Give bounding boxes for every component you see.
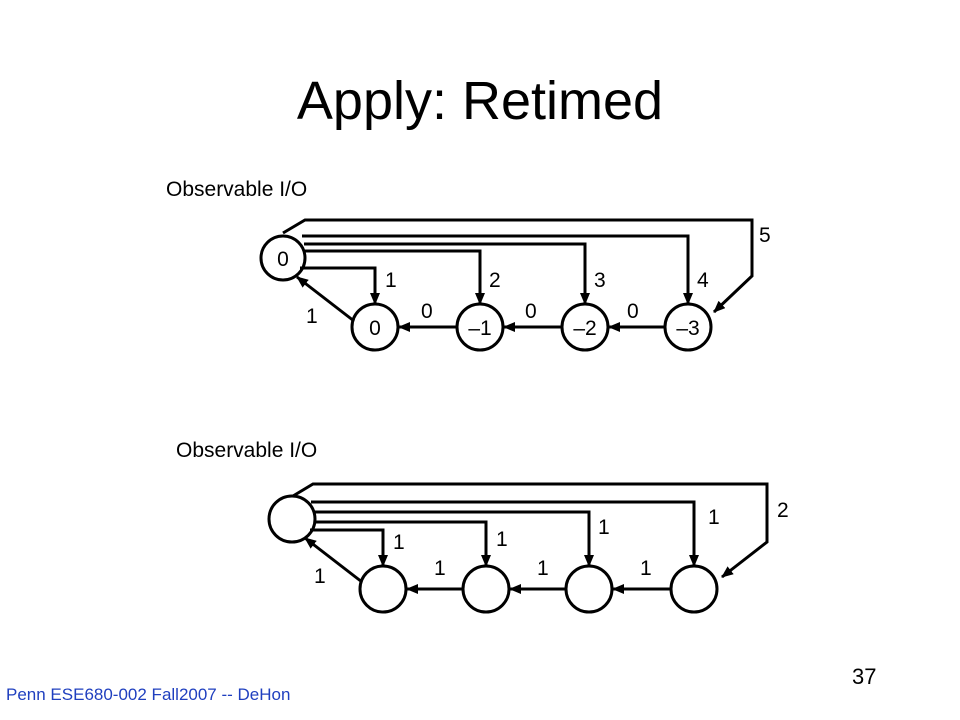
diagram-bottom-branch-label-4: 1 <box>708 506 720 529</box>
diagram-top-edge-branch-5 <box>282 218 754 314</box>
diagram-top-chain-label-1: 0 <box>421 300 433 323</box>
diagram-top: Observable I/O 0 0 –1 –2 –3 <box>166 178 771 352</box>
diagram-top-branch-label-5: 5 <box>759 224 771 247</box>
diagram-top-host-node <box>259 234 307 282</box>
diagram-bottom-chain-label-2: 1 <box>537 557 549 580</box>
diagram-top-branch-label-4: 4 <box>697 269 709 292</box>
diagram-bottom-chain-label-1: 1 <box>434 557 446 580</box>
diagram-bottom-node-1 <box>461 564 511 614</box>
diagram-bottom-host-node <box>267 494 317 544</box>
diagram-bottom-heading: Observable I/O <box>176 439 317 462</box>
diagram-top-node-label-1: –1 <box>468 317 491 340</box>
diagram-bottom-node-3 <box>669 564 719 614</box>
diagram-top-node-label-3: –3 <box>676 317 699 340</box>
diagram-bottom-edge-branch-5 <box>292 482 769 579</box>
footer-credit: Penn ESE680-002 Fall2007 -- DeHon <box>6 685 291 704</box>
diagram-top-node-label-0: 0 <box>369 317 381 340</box>
diagram-bottom-chain-label-3: 1 <box>640 557 652 580</box>
diagram-bottom-edge-branch-1 <box>310 528 388 567</box>
diagram-top-chain-label-2: 0 <box>525 300 537 323</box>
diagram-bottom-node-0 <box>358 564 408 614</box>
diagram-top-edge-branch-3 <box>304 242 590 305</box>
diagram-top-chain-label-3: 0 <box>627 300 639 323</box>
slide-title: Apply: Retimed <box>296 71 664 131</box>
diagram-bottom: Observable I/O <box>176 439 789 614</box>
diagram-top-edge-feedback <box>296 275 355 323</box>
diagram-bottom-node-2 <box>564 564 614 614</box>
page-number: 37 <box>852 664 877 689</box>
diagram-bottom-branch-label-2: 1 <box>496 528 508 551</box>
diagram-bottom-feedback-label: 1 <box>314 565 326 588</box>
diagram-bottom-edge-branch-4 <box>311 500 699 567</box>
diagram-bottom-edge-feedback <box>304 536 363 584</box>
diagram-top-node-label-2: –2 <box>573 317 596 340</box>
diagram-bottom-branch-label-5: 2 <box>777 499 789 522</box>
diagram-top-feedback-label: 1 <box>306 305 318 328</box>
diagram-top-branch-label-2: 2 <box>489 269 501 292</box>
diagram-bottom-branch-label-1: 1 <box>393 531 405 554</box>
diagram-bottom-branch-label-3: 1 <box>598 516 610 539</box>
diagram-top-heading: Observable I/O <box>166 178 307 201</box>
diagram-top-branch-label-1: 1 <box>385 269 397 292</box>
diagram-bottom-edge-branch-3 <box>314 510 594 567</box>
diagram-bottom-edge-branch-2 <box>314 520 491 567</box>
diagram-top-edge-branch-2 <box>303 249 485 305</box>
diagram-top-edge-branch-1 <box>300 266 380 305</box>
diagram-top-edge-branch-4 <box>302 234 693 305</box>
diagram-top-branch-label-3: 3 <box>594 269 606 292</box>
diagram-top-host-label: 0 <box>277 248 289 271</box>
